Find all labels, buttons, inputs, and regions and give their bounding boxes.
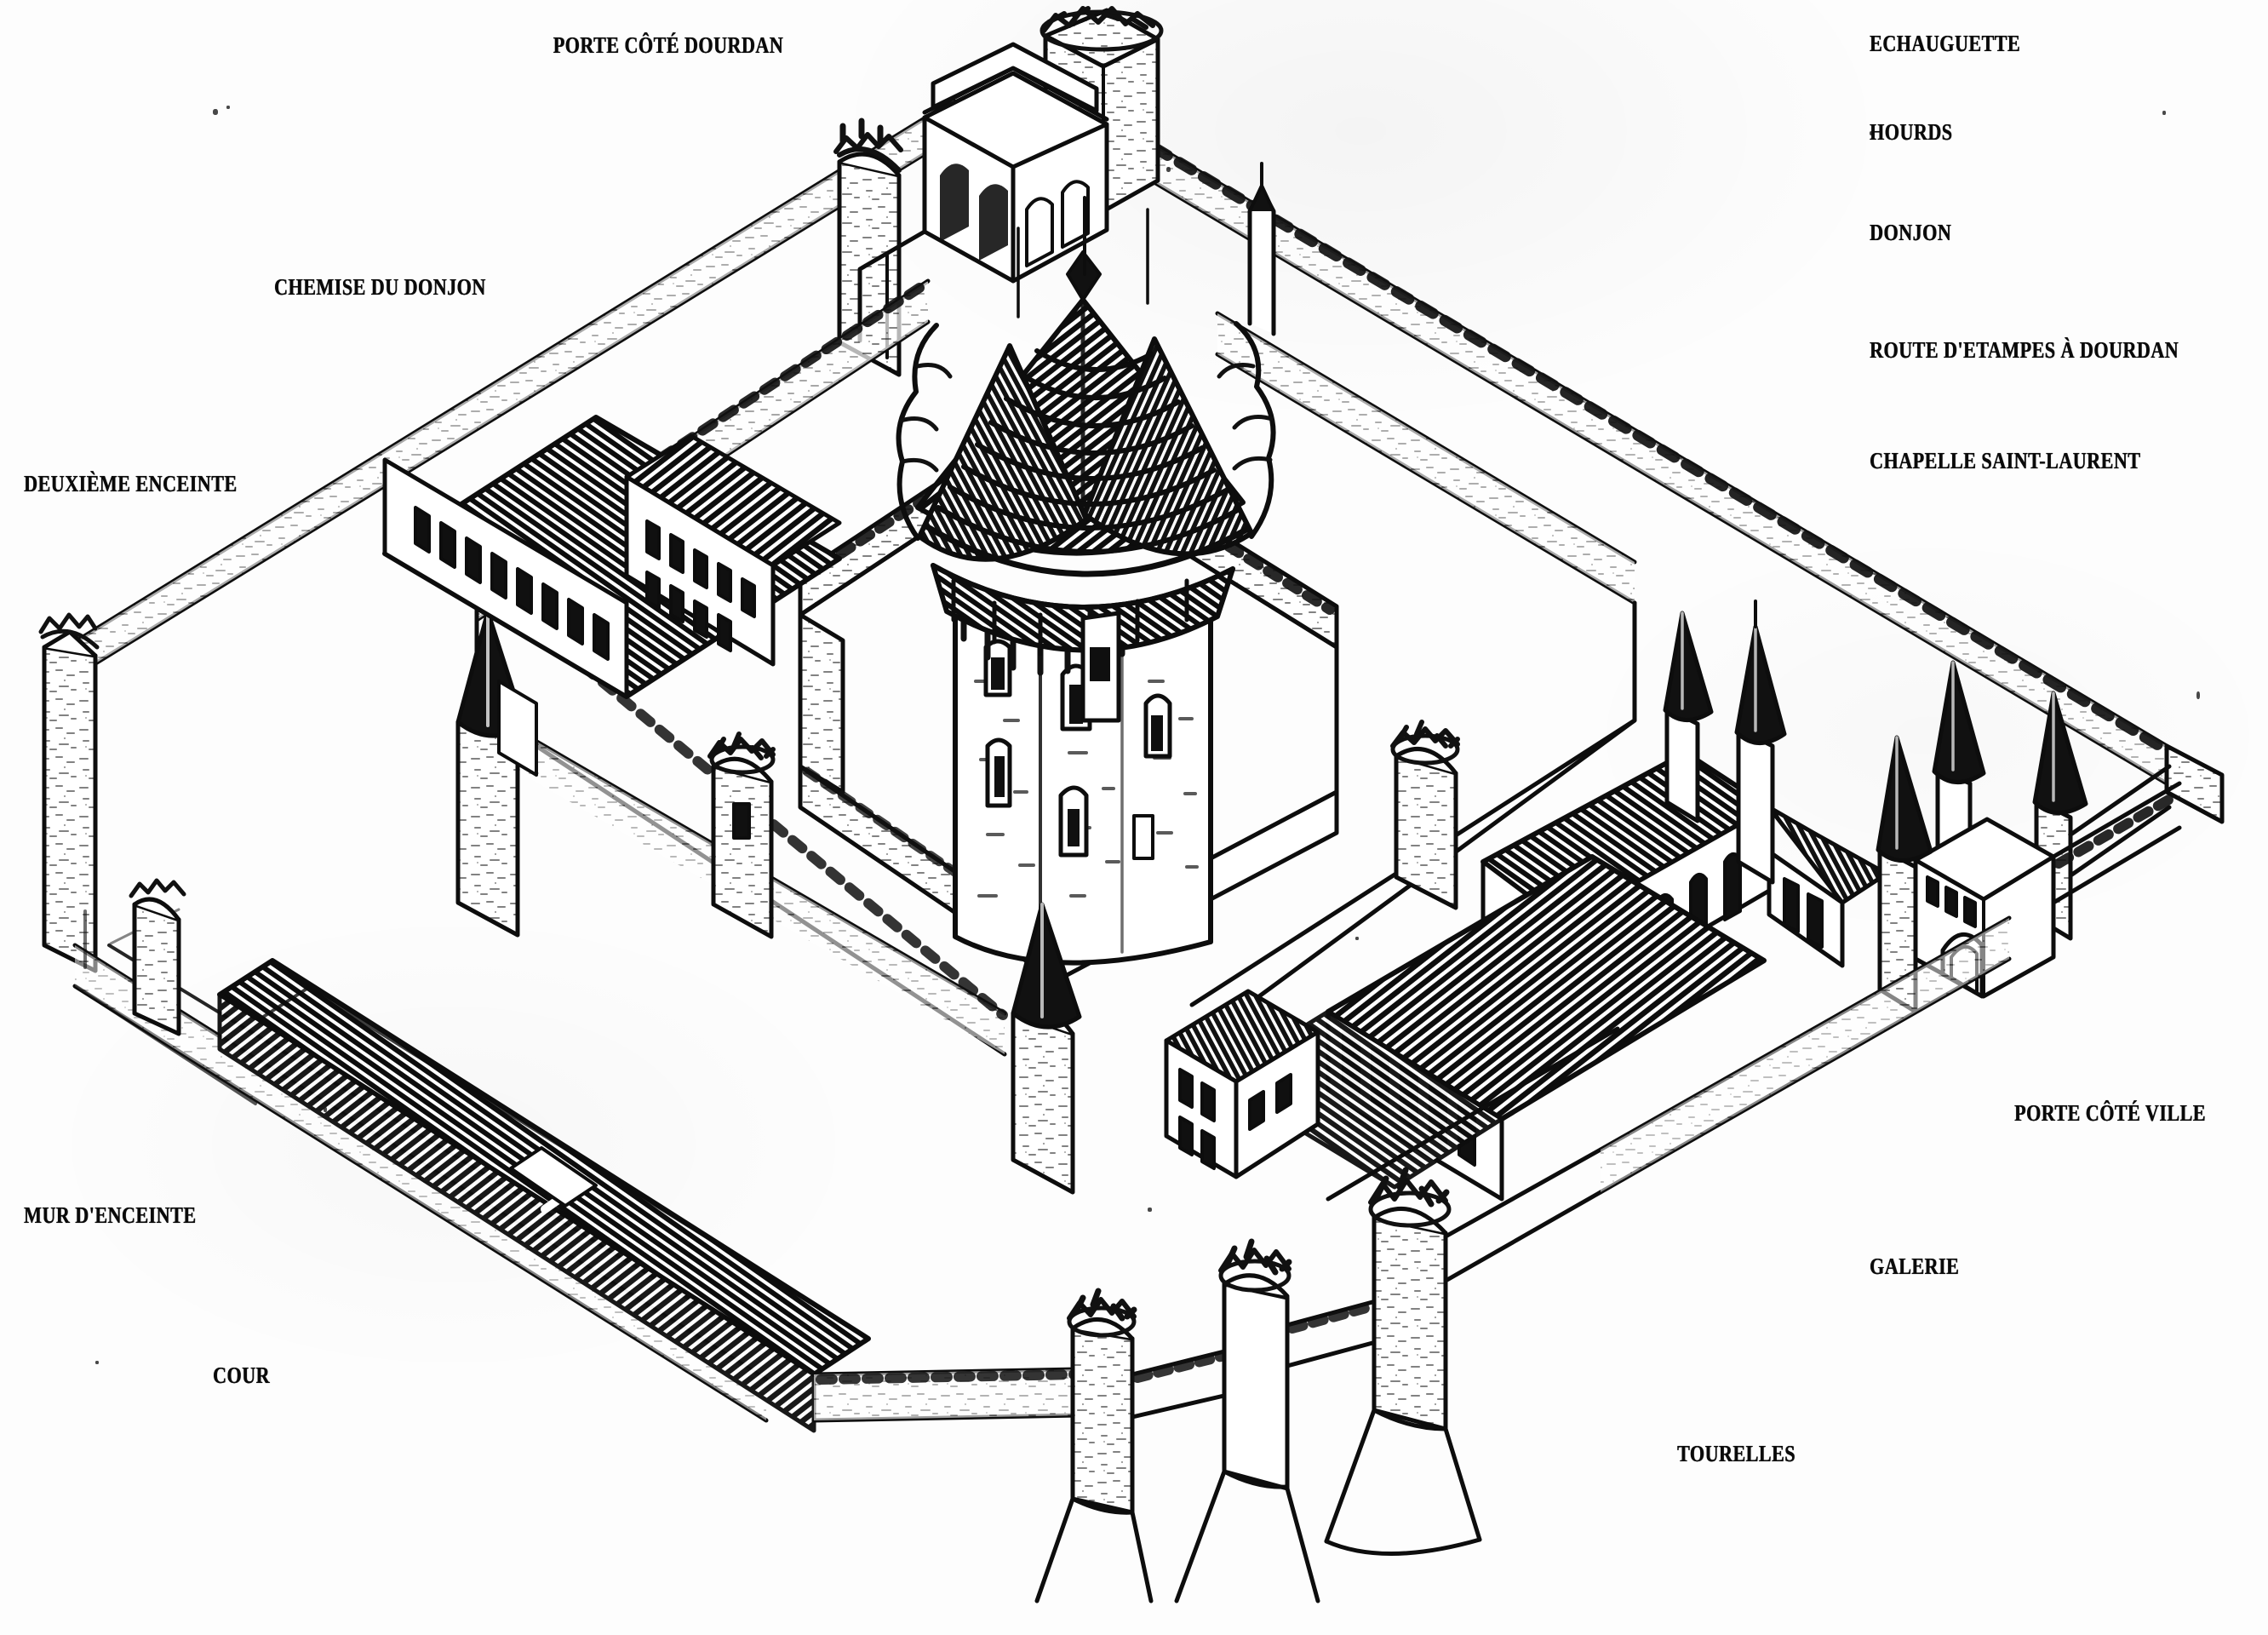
label-chapelle-saint-laurent: CHAPELLE SAINT-LAURENT: [1870, 448, 2141, 473]
west-corner-tower: [38, 612, 100, 973]
scan-speck: [213, 109, 218, 115]
grange-north: [382, 415, 842, 699]
echauguette-watch-turret: [1663, 611, 1714, 823]
tourelle-2: [1174, 1238, 1320, 1603]
scan-speck: [1166, 167, 1171, 172]
label-hourds: HOURDS: [1870, 119, 1953, 145]
label-route-etampes-dourdan: ROUTE D'ETAMPES À DOURDAN: [1870, 337, 2179, 363]
scan-speck: [1355, 937, 1359, 940]
grange-southwest: [217, 958, 871, 1433]
chapel-bell-turret: [1734, 600, 1787, 885]
tourelle-3: [1324, 1167, 1482, 1556]
label-deuxieme-enceinte: DEUXIÈME ENCEINTE: [24, 471, 238, 496]
donjon-roof: [896, 162, 1276, 723]
scan-speck: [226, 106, 230, 109]
label-echauguette: ECHAUGUETTE: [1870, 31, 2021, 56]
label-donjon: DONJON: [1870, 220, 1952, 245]
donjon-keep: [896, 162, 1276, 966]
inner-round-tower-right: [1390, 720, 1460, 910]
scan-speck: [324, 1107, 327, 1112]
tourelles-south-wall: [811, 1147, 1603, 1603]
inner-turret-west: [497, 680, 538, 777]
scan-speck: [2196, 691, 2200, 699]
label-porte-cote-dourdan: PORTE CÔTÉ DOURDAN: [553, 32, 784, 58]
scan-speck: [1148, 1208, 1152, 1212]
tourelle-1: [1034, 1288, 1154, 1603]
courtyard-logis: [1164, 989, 1320, 1179]
label-porte-cote-ville: PORTE CÔTÉ VILLE: [2014, 1100, 2206, 1126]
label-tourelles: TOURELLES: [1677, 1441, 1796, 1466]
inner-round-tower-left: [707, 731, 776, 939]
scan-speck: [95, 1361, 99, 1364]
label-cour: COUR: [213, 1362, 270, 1388]
outer-wall-southeast: [1598, 915, 2012, 1195]
label-mur-d-enceinte: MUR D'ENCEINTE: [24, 1202, 197, 1228]
scan-speck: [1870, 131, 1874, 135]
inner-turret-northwest: [455, 609, 527, 938]
scan-speck: [2162, 111, 2166, 115]
outer-wall-buttress-left: [129, 878, 186, 1036]
inner-turret-south: [1011, 902, 1082, 1195]
label-chemise-du-donjon: CHEMISE DU DONJON: [274, 274, 486, 300]
label-galerie: GALERIE: [1870, 1254, 1960, 1279]
hourds-wooden-gallery: [931, 563, 1235, 657]
